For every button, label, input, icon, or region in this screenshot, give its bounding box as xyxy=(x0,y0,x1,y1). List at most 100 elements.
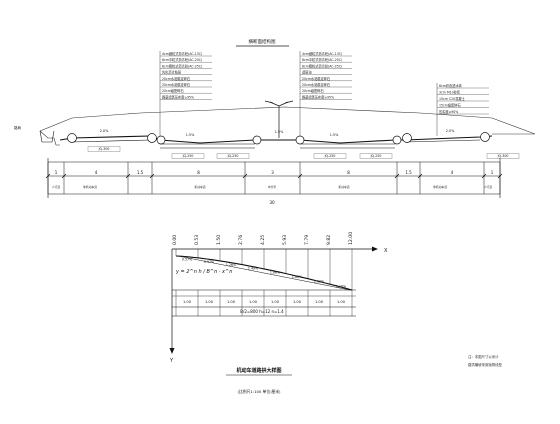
camber-chord xyxy=(177,255,351,291)
drain-label-0: JQ-300 xyxy=(98,147,110,151)
layer-note-0-4: 20cm水泥稳定碎石 xyxy=(162,76,190,81)
camber-bottom-value-1: 1.00 xyxy=(205,300,214,304)
layer-note-1-5: 20cm水泥稳定碎石 xyxy=(302,82,330,87)
dimension-lines xyxy=(47,158,501,198)
cross-slope-labels: 2.0%1.5%1.5%1.5%2.0% xyxy=(100,129,455,137)
segment-width-0: 1 xyxy=(55,170,58,175)
lane-label-1: 非机动车道 xyxy=(83,185,97,189)
camber-slope-7: 2.18% xyxy=(336,284,346,288)
lane-label-6: 人行道 xyxy=(484,185,493,189)
road-profile xyxy=(59,135,493,144)
camber-top-value-2: 1.50 xyxy=(216,235,222,245)
side-label-left: 路肩 xyxy=(14,125,21,130)
camber-note: B/2=800 h=12 n=1.4 xyxy=(240,309,284,314)
camber-top-value-4: 4.25 xyxy=(260,235,266,245)
camber-bottom-value-6: 1.00 xyxy=(315,300,324,304)
camber-top-value-5: 5.93 xyxy=(282,235,288,245)
drain-label-1: JQ-250 xyxy=(182,154,194,158)
dimension-ticks xyxy=(45,162,503,194)
dimension-slash xyxy=(417,173,423,179)
pavement-underlayers xyxy=(71,139,481,149)
cross-slope-0: 2.0% xyxy=(100,129,109,133)
layer-note-1-7: 路基填筑压实度≥95% xyxy=(302,94,334,99)
camber-slope-3: 1.49% xyxy=(248,266,258,270)
segment-width-5: 8 xyxy=(347,170,350,175)
note-line-1: 注：本图尺寸以米计 xyxy=(468,354,499,359)
lane-labels: 人行道 非机动车道 机动车道 中分带 机动车道 非机动车道 人行道 xyxy=(52,185,493,189)
camber-x-arrow xyxy=(372,246,378,252)
drain-label-5: JQ-300 xyxy=(497,154,509,158)
segment-width-6: 1.5 xyxy=(405,170,412,175)
camber-bottom-value-2: 1.00 xyxy=(227,300,236,304)
dimension-slash xyxy=(149,173,155,179)
layer-note-2-1: 3cm M10砂浆 xyxy=(439,90,461,95)
layer-note-0-0: 4cm细粒式沥青砼(AC-13C) xyxy=(162,51,202,56)
section-title: 横断面结构图 xyxy=(249,38,276,45)
dimension-slash xyxy=(45,173,51,179)
dimension-slash xyxy=(394,173,400,179)
drain-label-box xyxy=(359,153,393,159)
camber-bottom-values: 1.00 1.00 1.00 1.00 1.00 1.00 1.00 1.00 xyxy=(183,300,346,304)
camber-top-value-8: 12.00 xyxy=(348,232,354,245)
layer-note-0-2: 8cm粗粒式沥青砼(AC-25C) xyxy=(162,63,202,68)
camber-bottom-value-5: 1.00 xyxy=(293,300,302,304)
camber-curve xyxy=(175,255,353,291)
camber-y-axis-label: Y xyxy=(169,358,174,364)
cross-slope-3: 1.5% xyxy=(330,133,339,137)
dimension-slash xyxy=(125,173,131,179)
layer-note-2-2: 15cm C20混凝土 xyxy=(439,96,466,101)
dimension-slash xyxy=(242,173,248,179)
total-width-label: 30 xyxy=(269,200,275,205)
camber-top-value-1: 0.53 xyxy=(194,235,200,245)
lane-label-2: 机动车道 xyxy=(194,185,205,189)
lane-label-0: 人行道 xyxy=(52,185,61,189)
cross-slope-1: 1.5% xyxy=(186,133,195,137)
layer-note-2-3: 15cm级配碎石 xyxy=(439,103,461,108)
layer-note-1-1: 6cm中粒式沥青砼(AC-20C) xyxy=(302,57,342,62)
drain-label-3: JQ-250 xyxy=(324,154,336,158)
drain-label-box xyxy=(216,153,250,159)
layer-note-0-5: 20cm水泥稳定碎石 xyxy=(162,82,190,87)
camber-top-value-7: 9.82 xyxy=(326,235,332,245)
drain-label-4: JQ-250 xyxy=(370,154,382,158)
lane-label-5: 非机动车道 xyxy=(433,185,447,189)
note-line-2: 路拱横坡采用抛物线型 xyxy=(468,362,503,367)
camber-slope-2: 1.26% xyxy=(226,263,236,267)
lane-label-3: 中分带 xyxy=(268,185,277,189)
camber-formula: y = 2^n h / B^n · x^n xyxy=(175,269,232,275)
drain-label-box xyxy=(486,153,520,159)
camber-bottom-value-7: 1.00 xyxy=(337,300,346,304)
segment-width-3: 8 xyxy=(197,170,200,175)
camber-bottom-value-4: 1.00 xyxy=(271,300,280,304)
segment-width-4: 3 xyxy=(271,170,274,175)
drain-label-box xyxy=(313,153,347,159)
dimension-slash xyxy=(297,173,303,179)
layer-note-1-4: 20cm水泥稳定碎石 xyxy=(302,76,330,81)
pavement-layer-notes: 4cm细粒式沥青砼(AC-13C) 6cm中粒式沥青砼(AC-20C) 8cm粗粒式… xyxy=(159,51,489,139)
dimension-slash xyxy=(61,173,67,179)
left-ditch xyxy=(39,130,55,143)
cross-slope-2: 1.5% xyxy=(275,130,284,134)
layer-note-0-6: 20cm级配碎石 xyxy=(162,88,184,93)
camber-top-value-3: 2.76 xyxy=(238,235,244,245)
lane-label-4: 机动车道 xyxy=(338,185,349,189)
camber-x-axis-label: X xyxy=(384,248,388,254)
camber-slope-4: 1.68% xyxy=(270,270,280,274)
layer-note-1-3: 透层油 xyxy=(302,70,312,75)
dimension-slash xyxy=(497,173,503,179)
layer-note-1-6: 20cm级配碎石 xyxy=(302,88,324,93)
curbstones xyxy=(67,132,490,145)
layer-note-0-7: 路基填筑压实度≥95% xyxy=(162,94,194,99)
drain-label-box xyxy=(87,146,121,152)
drain-label-2: JQ-250 xyxy=(227,154,239,158)
camber-bottom-value-3: 1.00 xyxy=(249,300,258,304)
segment-width-2: 1.5 xyxy=(137,170,144,175)
camber-slope-0: 0.57% xyxy=(182,258,192,262)
camber-bottom-value-0: 1.00 xyxy=(183,300,192,304)
dimension-slash xyxy=(481,173,487,179)
